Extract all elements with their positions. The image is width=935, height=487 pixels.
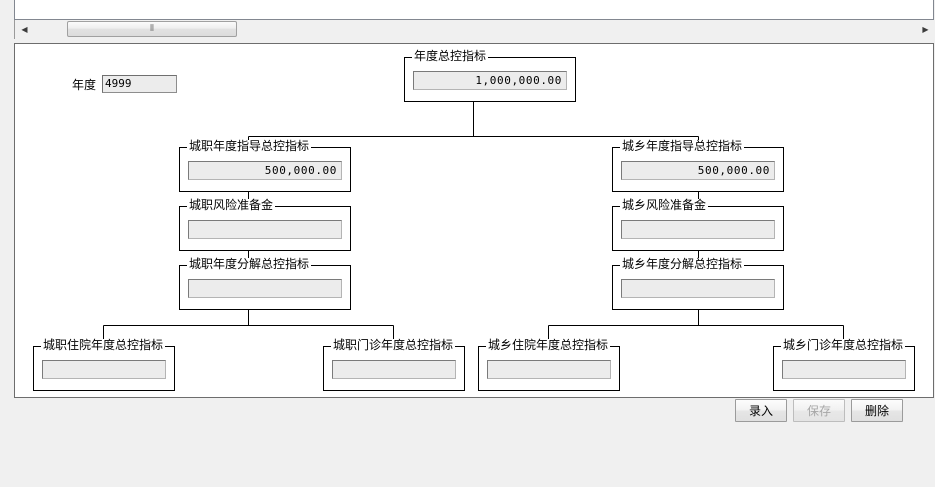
input-cx-guide[interactable]: 500,000.00 bbox=[621, 161, 775, 180]
group-cx-outpatient-title: 城乡门诊年度总控指标 bbox=[781, 338, 906, 352]
group-cx-risk: 城乡风险准备金 bbox=[612, 199, 784, 251]
scrollbar-track[interactable]: ⦀ bbox=[33, 21, 935, 38]
group-cx-outpatient: 城乡门诊年度总控指标 bbox=[773, 339, 915, 391]
group-cz-inpatient: 城职住院年度总控指标 bbox=[33, 339, 175, 391]
input-root[interactable]: 1,000,000.00 bbox=[413, 71, 567, 90]
scrollbar-grip-icon: ⦀ bbox=[150, 24, 154, 34]
group-root-title: 年度总控指标 bbox=[412, 49, 489, 63]
action-button-row: 录入 保存 删除 bbox=[735, 399, 903, 422]
entry-button[interactable]: 录入 bbox=[735, 399, 787, 422]
delete-button[interactable]: 删除 bbox=[851, 399, 903, 422]
group-cx-guide-title: 城乡年度指导总控指标 bbox=[620, 139, 745, 153]
group-cx-risk-title: 城乡风险准备金 bbox=[620, 198, 709, 212]
group-cz-inpatient-title: 城职住院年度总控指标 bbox=[41, 338, 166, 352]
group-cz-risk-title: 城职风险准备金 bbox=[187, 198, 276, 212]
input-cz-outpatient[interactable] bbox=[332, 360, 456, 379]
budget-tree-form: 年度 4999 年度总控指标 1,000,000.00 城职年度指导总控指标 5… bbox=[14, 43, 934, 398]
group-cx-guide: 城乡年度指导总控指标 500,000.00 bbox=[612, 140, 784, 192]
save-button[interactable]: 保存 bbox=[793, 399, 845, 422]
input-cz-decomp[interactable] bbox=[188, 279, 342, 298]
input-cz-guide[interactable]: 500,000.00 bbox=[188, 161, 342, 180]
group-cz-decomp: 城职年度分解总控指标 bbox=[179, 258, 351, 310]
input-cx-outpatient[interactable] bbox=[782, 360, 906, 379]
group-cx-inpatient-title: 城乡住院年度总控指标 bbox=[486, 338, 611, 352]
input-cx-risk[interactable] bbox=[621, 220, 775, 239]
top-content-pane bbox=[14, 0, 934, 20]
group-cx-decomp-title: 城乡年度分解总控指标 bbox=[620, 257, 745, 271]
group-cz-guide: 城职年度指导总控指标 500,000.00 bbox=[179, 140, 351, 192]
scrollbar-thumb[interactable]: ⦀ bbox=[67, 21, 237, 37]
year-input[interactable]: 4999 bbox=[102, 75, 178, 93]
input-cx-inpatient[interactable] bbox=[487, 360, 611, 379]
year-field-row: 年度 4999 bbox=[72, 75, 178, 93]
group-cz-risk: 城职风险准备金 bbox=[179, 199, 351, 251]
group-cz-decomp-title: 城职年度分解总控指标 bbox=[187, 257, 312, 271]
group-cz-outpatient-title: 城职门诊年度总控指标 bbox=[331, 338, 456, 352]
group-cx-decomp: 城乡年度分解总控指标 bbox=[612, 258, 784, 310]
input-cz-inpatient[interactable] bbox=[42, 360, 166, 379]
group-root: 年度总控指标 1,000,000.00 bbox=[404, 50, 576, 102]
group-cx-inpatient: 城乡住院年度总控指标 bbox=[478, 339, 620, 391]
input-cx-decomp[interactable] bbox=[621, 279, 775, 298]
scroll-right-arrow-icon[interactable]: ▶ bbox=[922, 24, 929, 34]
group-cz-guide-title: 城职年度指导总控指标 bbox=[187, 139, 312, 153]
year-label: 年度 bbox=[72, 77, 97, 92]
input-cz-risk[interactable] bbox=[188, 220, 342, 239]
group-cz-outpatient: 城职门诊年度总控指标 bbox=[323, 339, 465, 391]
horizontal-scrollbar[interactable]: ◀ ⦀ ▶ bbox=[14, 20, 935, 39]
scroll-left-arrow-icon[interactable]: ◀ bbox=[21, 24, 28, 34]
